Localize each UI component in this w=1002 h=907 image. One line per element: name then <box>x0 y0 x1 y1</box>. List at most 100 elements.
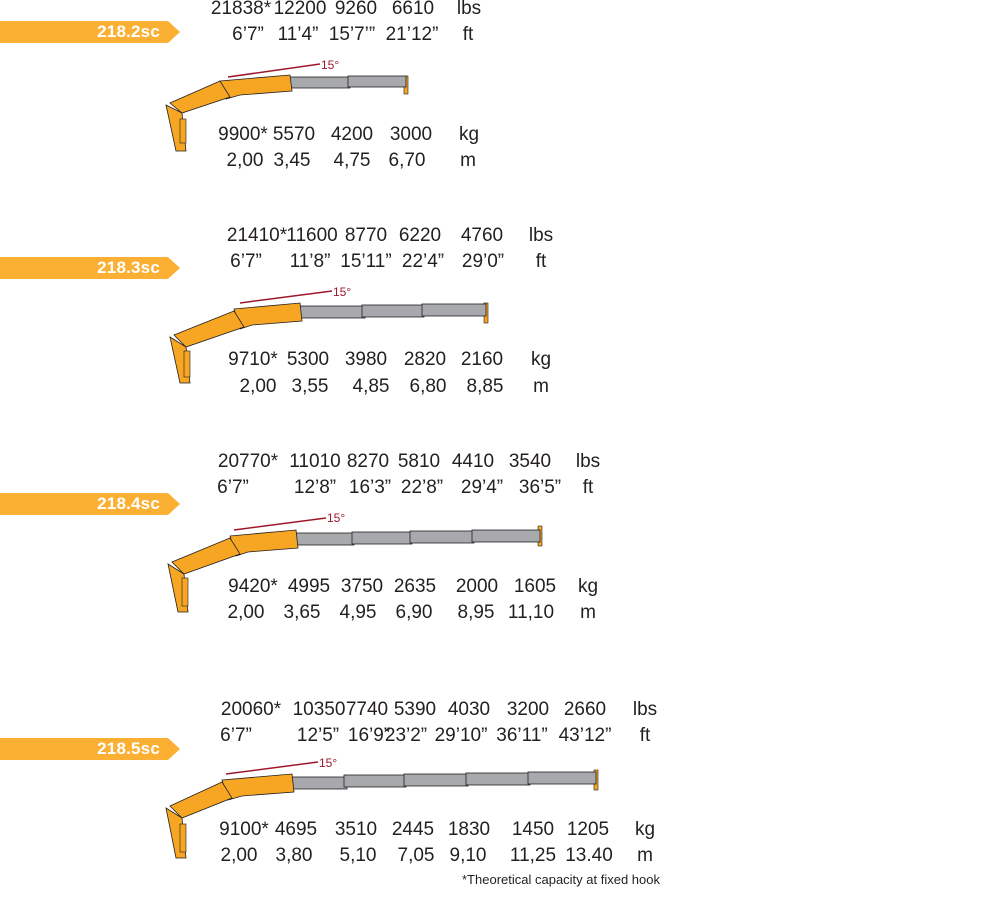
ft-value: 36’11” <box>496 725 548 746</box>
m-value: 6,80 <box>409 376 447 397</box>
crane-boom-diagram: 15° <box>169 285 489 384</box>
ft-value: 15’7’” <box>328 24 376 45</box>
kg-value: 9100* <box>219 819 269 840</box>
m-value: 4,95 <box>339 602 377 623</box>
unit-ft: ft <box>639 725 651 746</box>
lbs-value: 12200 <box>273 0 327 19</box>
ft-value: 6’7” <box>217 477 249 498</box>
lbs-value: 9260 <box>334 0 378 19</box>
unit-m: m <box>637 845 653 866</box>
lbs-value: 2660 <box>563 699 607 720</box>
model-tag: 218.2sc <box>0 21 180 43</box>
angle-label: 15° <box>327 511 345 525</box>
model-label: 218.2sc <box>97 22 160 41</box>
kg-value: 3000 <box>389 124 433 145</box>
unit-kg: kg <box>530 349 552 370</box>
ft-value: 43’12” <box>558 725 612 746</box>
ft-value: 29’0” <box>461 251 505 272</box>
m-value: 9,10 <box>449 845 487 866</box>
lbs-value: 20770* <box>217 451 279 472</box>
kg-value: 4995 <box>287 576 331 597</box>
ft-value: 21’12” <box>385 24 439 45</box>
ft-value: 6’7” <box>232 24 264 45</box>
tag-arrow-shape <box>0 738 180 760</box>
m-value: 8,95 <box>457 602 495 623</box>
unit-lbs: lbs <box>456 0 482 19</box>
lbs-value: 21838* <box>210 0 272 19</box>
kg-value: 1605 <box>513 576 557 597</box>
unit-lbs: lbs <box>632 699 658 720</box>
m-value: 3,55 <box>291 376 329 397</box>
m-value: 13.40 <box>565 845 613 866</box>
kg-value: 4695 <box>274 819 318 840</box>
angle-label: 15° <box>319 756 337 770</box>
ft-value: 11’4” <box>277 24 319 45</box>
ft-value: 29’10” <box>434 725 488 746</box>
kg-value: 3510 <box>334 819 378 840</box>
ft-value: 6’7” <box>220 725 252 746</box>
m-value: 8,85 <box>466 376 504 397</box>
unit-lbs: lbs <box>575 451 601 472</box>
lbs-value: 10350 <box>292 699 346 720</box>
lbs-value: 11010 <box>289 451 341 472</box>
ft-value: 23’2” <box>384 725 428 746</box>
footnote: *Theoretical capacity at fixed hook <box>462 872 660 887</box>
kg-value: 2000 <box>455 576 499 597</box>
lbs-value: 4410 <box>451 451 495 472</box>
lbs-value: 21410* <box>226 225 288 246</box>
kg-value: 9900* <box>218 124 268 145</box>
angle-label: 15° <box>333 285 351 299</box>
unit-ft: ft <box>535 251 547 272</box>
ft-value: 22’8” <box>400 477 444 498</box>
crane-boom-diagram: 15° <box>165 756 599 859</box>
model-tag: 218.4sc <box>0 493 180 515</box>
m-value: 3,65 <box>283 602 321 623</box>
model-label: 218.5sc <box>97 739 160 758</box>
tag-arrow-shape <box>0 21 180 43</box>
ft-value: 11’8” <box>289 251 331 272</box>
lbs-value: 4760 <box>460 225 504 246</box>
angle-label: 15° <box>321 58 339 72</box>
lbs-value: 5810 <box>397 451 441 472</box>
ft-value: 22’4” <box>401 251 445 272</box>
kg-value: 5300 <box>286 349 330 370</box>
lbs-value: 3200 <box>506 699 550 720</box>
m-value: 11,25 <box>509 845 557 866</box>
m-value: 2,00 <box>239 376 277 397</box>
unit-kg: kg <box>458 124 480 145</box>
ft-value: 16’3” <box>348 477 392 498</box>
kg-value: 5570 <box>272 124 316 145</box>
lbs-value: 6610 <box>391 0 435 19</box>
lbs-value: 8770 <box>344 225 388 246</box>
lbs-value: 20060* <box>220 699 282 720</box>
kg-value: 3750 <box>340 576 384 597</box>
m-value: 4,85 <box>352 376 390 397</box>
m-value: 4,75 <box>333 150 371 171</box>
unit-ft: ft <box>582 477 594 498</box>
kg-value: 9710* <box>228 349 278 370</box>
ft-value: 16’9” <box>347 725 391 746</box>
kg-value: 2160 <box>460 349 504 370</box>
tag-arrow-shape <box>0 257 180 279</box>
kg-value: 1830 <box>447 819 491 840</box>
unit-kg: kg <box>577 576 599 597</box>
kg-value: 1205 <box>566 819 610 840</box>
unit-m: m <box>460 150 476 171</box>
kg-value: 2820 <box>403 349 447 370</box>
m-value: 7,05 <box>397 845 435 866</box>
lbs-value: 3540 <box>508 451 552 472</box>
kg-value: 2635 <box>393 576 437 597</box>
lbs-value: 7740 <box>345 699 389 720</box>
m-value: 6,90 <box>395 602 433 623</box>
unit-m: m <box>533 376 549 397</box>
kg-value: 1450 <box>511 819 555 840</box>
lbs-value: 4030 <box>447 699 491 720</box>
model-tag: 218.3sc <box>0 257 180 279</box>
m-value: 3,80 <box>275 845 313 866</box>
model-tag: 218.5sc <box>0 738 180 760</box>
crane-boom-diagram: 15° <box>167 511 543 613</box>
ft-value: 29’4” <box>460 477 504 498</box>
m-value: 2,00 <box>226 150 264 171</box>
ft-value: 12’5” <box>296 725 340 746</box>
unit-kg: kg <box>634 819 656 840</box>
